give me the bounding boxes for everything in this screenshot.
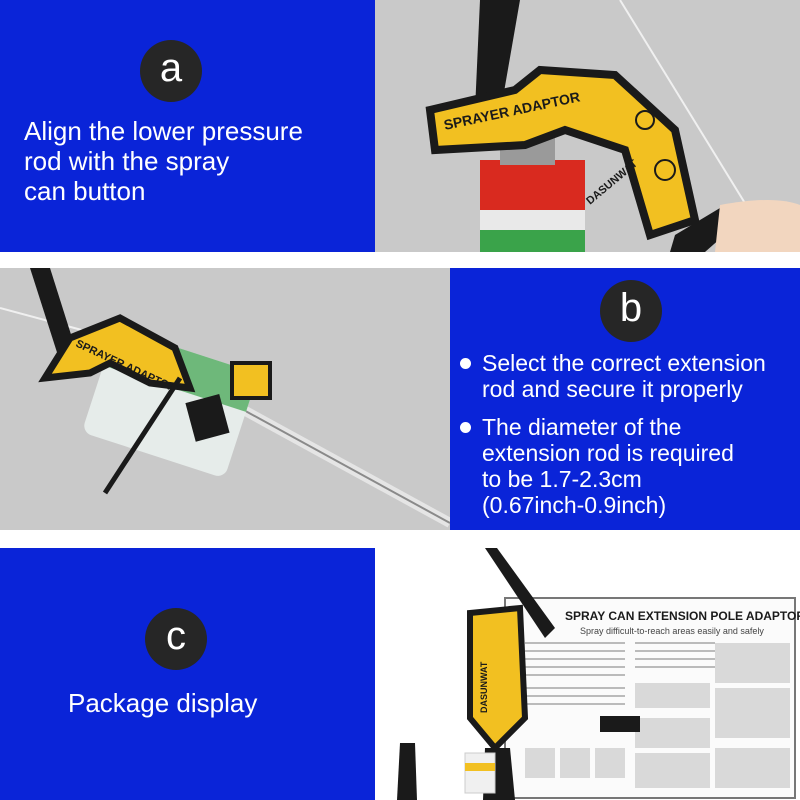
panel-b-text-area: b Select the correct extension rod and s… [450,268,800,530]
step-badge-a: a [140,40,202,102]
panel-c-photo: SPRAY CAN EXTENSION POLE ADAPTOR Spray d… [375,548,800,800]
bullet-dot-icon [460,358,471,369]
bullet-extension-rod: Select the correct extension rod and sec… [460,350,766,402]
adaptor-on-can-image: SPRAYER ADAPTOR DASUNWAT [375,0,800,252]
brand-text-c: DASUNWAT [479,661,489,713]
panel-a-caption: Align the lower pressure rod with the sp… [24,116,303,206]
panel-b-photo: SPRAYER ADAPTOR [0,268,450,530]
panel-c-text-area: c Package display [0,548,375,800]
panel-a: a Align the lower pressure rod with the … [0,0,800,252]
panel-c: c Package display SPRAY CAN EXTENSION PO… [0,548,800,800]
step-badge-c: c [145,608,207,670]
bullet-dot-icon [460,422,471,433]
panel-a-photo: SPRAYER ADAPTOR DASUNWAT [375,0,800,252]
manual-subtitle: Spray difficult-to-reach areas easily an… [580,626,764,636]
bullet-rod-diameter: The diameter of the extension rod is req… [460,414,734,518]
step-badge-b: b [600,280,662,342]
panel-b: SPRAYER ADAPTOR b Select the correct ext… [0,268,800,530]
package-contents-image: SPRAY CAN EXTENSION POLE ADAPTOR Spray d… [375,548,800,800]
manual-title: SPRAY CAN EXTENSION POLE ADAPTOR [565,609,800,623]
panel-a-text-area: a Align the lower pressure rod with the … [0,0,375,252]
adaptor-with-rod-image: SPRAYER ADAPTOR [0,268,450,530]
panel-c-caption: Package display [68,688,258,718]
